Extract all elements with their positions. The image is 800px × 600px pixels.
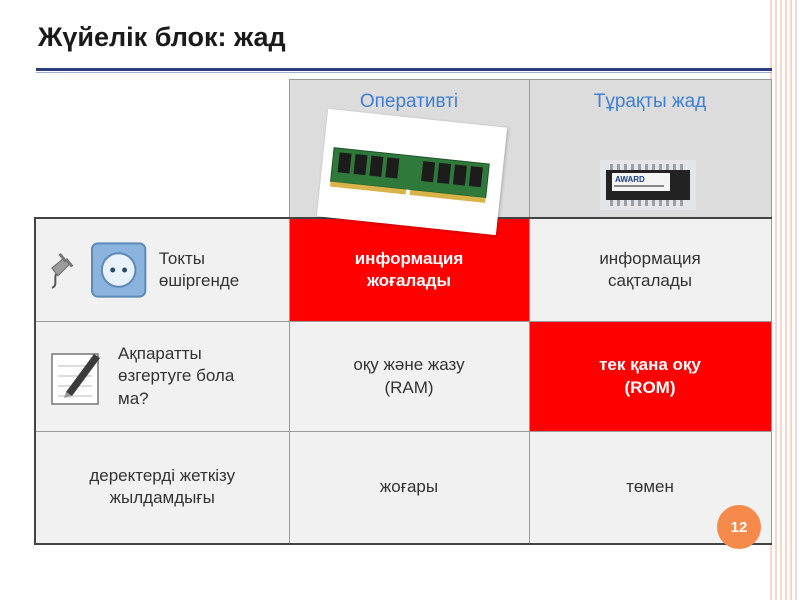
power-socket-icon — [90, 242, 146, 298]
ram-module-icon — [330, 147, 490, 203]
table-row-speed: деректерді жеткізу жылдамдығы жоғары төм… — [34, 431, 772, 545]
power-plug-icon — [51, 252, 74, 289]
ram-power-off-cell: информация жоғалады — [288, 216, 530, 322]
rom-power-off-text: информация сақталады — [599, 248, 701, 290]
title-underline — [36, 68, 772, 71]
rom-chip-label: AWARD — [615, 175, 645, 184]
row-label-text: Токты өшіргенде — [158, 248, 240, 290]
decorative-side-border — [770, 0, 800, 600]
row-label-cell: Токты өшіргенде — [34, 216, 290, 322]
row-label-text: деректерді жеткізу жылдамдығы — [89, 466, 236, 508]
row-label-text: Ақпаратты өзгертуге бола ма? — [118, 344, 235, 408]
table-row-power-off: Токты өшіргенде информация жоғалады инфо… — [34, 216, 772, 322]
rom-power-off-cell: информация сақталады — [528, 216, 772, 322]
header-rom-label: Тұрақты жад — [593, 91, 707, 112]
title-underline-thin — [36, 72, 772, 73]
page-number-badge: 12 — [717, 505, 761, 549]
ram-power-off-text: информация жоғалады — [354, 248, 464, 290]
ram-speed-cell: жоғары — [288, 431, 530, 545]
rom-chip-icon: AWARD — [599, 160, 696, 210]
rom-speed-text: төмен — [626, 477, 674, 497]
row-label-cell: Ақпаратты өзгертуге бола ма? — [34, 321, 290, 432]
pen-notepad-icon — [51, 352, 100, 405]
row-label-wrap: Токты өшіргенде — [36, 241, 289, 299]
ram-module-image — [316, 108, 508, 236]
rom-modify-text: тек қана оқу (ROM) — [599, 355, 701, 397]
page-title: Жүйелік блок: жад — [38, 22, 286, 52]
row-label-wrap: Ақпаратты өзгертуге бола ма? — [36, 343, 289, 409]
ram-modify-cell: оқу және жазу (RAM) — [288, 321, 530, 432]
rom-modify-cell: тек қана оқу (ROM) — [528, 321, 772, 432]
ram-speed-text: жоғары — [379, 477, 439, 497]
row-label-cell: деректерді жеткізу жылдамдығы — [34, 431, 290, 545]
empty-corner-cell — [35, 80, 289, 218]
table-row-modify: Ақпаратты өзгертуге бола ма? оқу және жа… — [34, 321, 772, 432]
ram-modify-text: оқу және жазу (RAM) — [353, 355, 465, 397]
header-rom-cell: Тұрақты жад AWARD — [528, 79, 772, 218]
